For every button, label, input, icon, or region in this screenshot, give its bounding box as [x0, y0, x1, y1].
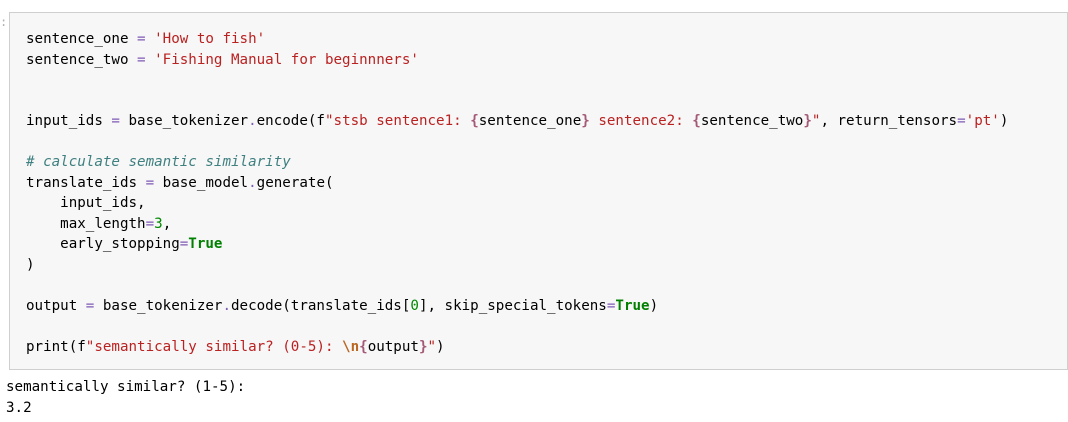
code-token: True — [615, 297, 650, 314]
code-token: . — [222, 297, 232, 314]
code-token: , — [162, 215, 172, 232]
code-token: sentence2: — [589, 113, 693, 129]
code-token: \n — [342, 338, 360, 355]
output-line: semantically similar? (1-5): — [6, 379, 246, 395]
code-token: # calculate semantic similarity — [26, 154, 291, 170]
code-token: True — [188, 236, 223, 252]
output-line: 3.2 — [6, 399, 32, 416]
code-token: " — [427, 338, 437, 355]
code-token: base_model — [154, 174, 249, 191]
code-line: early_stopping=True — [26, 234, 1008, 255]
code-token: ) — [436, 338, 445, 355]
code-token: 0 — [410, 297, 419, 314]
code-token: sentence_one — [26, 31, 138, 47]
cell-prompt: : — [0, 15, 8, 29]
code-token: ) — [26, 256, 35, 273]
code-token: { — [470, 113, 479, 129]
code-token: } — [418, 338, 428, 355]
code-token: { — [359, 338, 368, 355]
code-token — [146, 31, 155, 47]
code-token: } — [581, 113, 590, 129]
code-token: . — [248, 113, 257, 129]
code-token: = — [85, 297, 95, 314]
code-token: 'Fishing Manual for beginnners' — [154, 51, 419, 68]
code-token: early_stopping — [26, 236, 180, 252]
code-token: = — [145, 174, 155, 191]
code-token: 3 — [154, 215, 163, 232]
code-token: = — [145, 215, 155, 232]
code-token: , return_tensors — [820, 113, 958, 129]
code-token: generate( — [256, 174, 334, 191]
code-token: decode(translate_ids[ — [231, 297, 411, 314]
code-token: sentence_one — [478, 113, 582, 129]
code-line: output = base_tokenizer.decode(translate… — [26, 296, 1008, 317]
code-token: 'pt' — [965, 113, 1000, 129]
code-token: = — [957, 113, 966, 129]
code-line: ​ — [26, 132, 1008, 153]
code-token: "semantically similar? (0-5): — [85, 338, 343, 355]
code-cell[interactable]: sentence_one = 'How to fish'sentence_two… — [9, 12, 1068, 370]
code-token: " — [811, 113, 821, 129]
code-line: ) — [26, 255, 1008, 276]
code-token: base_tokenizer — [94, 297, 223, 314]
code-line: max_length=3, — [26, 214, 1008, 235]
code-token: = — [137, 31, 146, 47]
code-token: base_tokenizer — [119, 113, 249, 129]
code-token: translate_ids — [26, 174, 146, 191]
code-token: print(f — [26, 338, 86, 355]
code-token: = — [606, 297, 616, 314]
code-token: ], skip_special_tokens — [418, 297, 607, 314]
code-line: # calculate semantic similarity — [26, 152, 1008, 173]
code-line: input_ids, — [26, 193, 1008, 214]
code-token: { — [692, 113, 701, 129]
code-line: print(f"semantically similar? (0-5): \n{… — [26, 337, 1008, 358]
code-token: } — [803, 113, 812, 129]
code-line: ​ — [26, 275, 1008, 296]
code-token: "stsb sentence1: — [324, 113, 471, 129]
code-token: = — [111, 113, 120, 129]
code-token: . — [248, 174, 257, 191]
code-line: translate_ids = base_model.generate( — [26, 173, 1008, 194]
code-editor[interactable]: sentence_one = 'How to fish'sentence_two… — [26, 29, 1008, 357]
code-token: ) — [649, 297, 659, 314]
code-line: ​ — [26, 70, 1008, 91]
code-token: max_length — [26, 215, 146, 232]
code-line: sentence_two = 'Fishing Manual for begin… — [26, 50, 1008, 71]
code-token — [146, 52, 155, 68]
code-token: input_ids — [26, 113, 112, 129]
code-token: = — [179, 236, 189, 252]
code-token: output — [367, 338, 419, 355]
code-token: encode(f — [256, 113, 325, 129]
code-token: = — [137, 51, 146, 68]
code-token: sentence_two — [700, 113, 804, 129]
code-token: 'How to fish' — [154, 31, 266, 47]
code-line: sentence_one = 'How to fish' — [26, 29, 1008, 50]
cell-output: semantically similar? (1-5): 3.2 — [6, 377, 245, 418]
code-token: input_ids, — [26, 195, 146, 211]
code-line: ​ — [26, 316, 1008, 337]
code-token: sentence_two — [26, 51, 138, 68]
code-line: ​ — [26, 91, 1008, 112]
code-token: output — [26, 297, 86, 314]
code-line: input_ids = base_tokenizer.encode(f"stsb… — [26, 111, 1008, 132]
code-token: ) — [999, 113, 1009, 129]
